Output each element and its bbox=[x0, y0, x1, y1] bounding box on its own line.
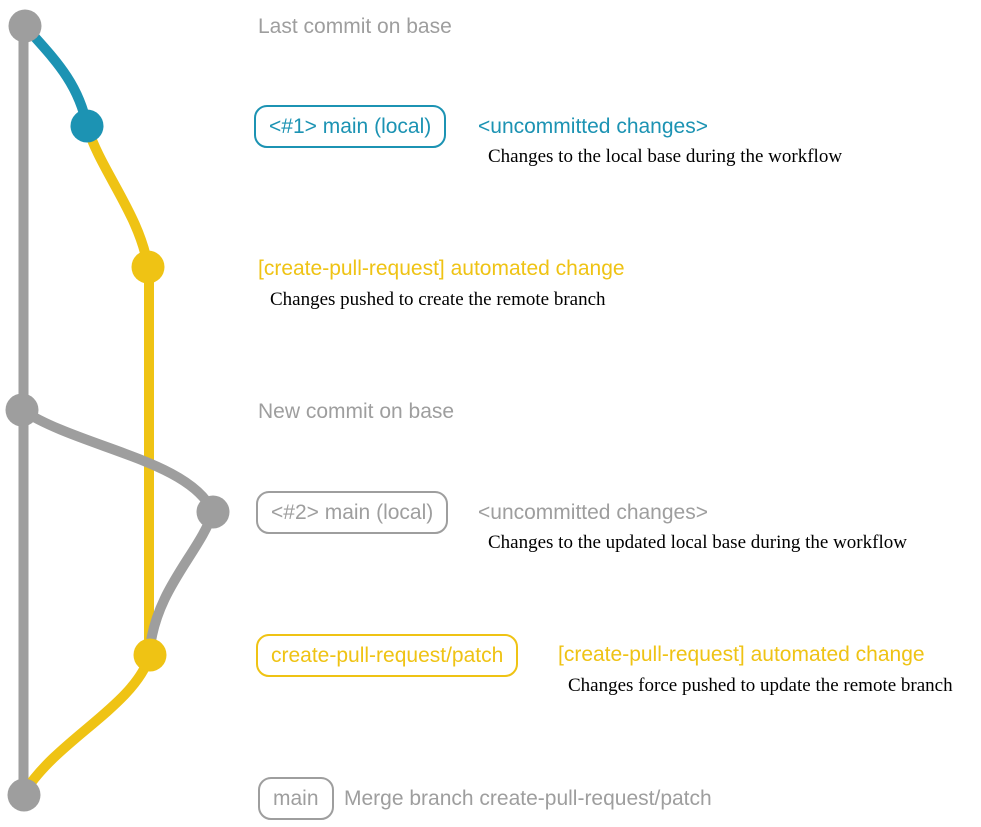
commit-dot-merge bbox=[7, 778, 41, 812]
branch-badge-main: main bbox=[258, 777, 334, 820]
local-branch-curve-1 bbox=[20, 21, 92, 131]
commit-dot-last-base bbox=[8, 9, 42, 43]
git-graph bbox=[5, 9, 230, 812]
label-new-commit-on-base: New commit on base bbox=[258, 400, 455, 423]
commit-dot-local-1 bbox=[70, 109, 104, 143]
commit-dot-remote-2 bbox=[133, 638, 167, 672]
commit-note-automated-2: Changes force pushed to update the remot… bbox=[568, 675, 953, 696]
branch-badge-create-pull-request-patch: create-pull-request/patch bbox=[256, 634, 519, 677]
commit-dot-remote-1 bbox=[131, 250, 165, 284]
commit-title-merge: Merge branch create-pull-request/patch bbox=[344, 787, 712, 810]
commit-note-automated-1: Changes pushed to create the remote bran… bbox=[270, 289, 606, 310]
commit-dot-new-base bbox=[5, 393, 39, 427]
commit-note-uncommitted-2: Changes to the updated local base during… bbox=[488, 532, 907, 553]
commit-title-automated-1: [create-pull-request] automated change bbox=[258, 257, 625, 280]
commit-title-uncommitted-1: <uncommitted changes> bbox=[478, 115, 708, 138]
commit-title-automated-2: [create-pull-request] automated change bbox=[558, 643, 925, 666]
branch-badge-main-local-1: <#1> main (local) bbox=[254, 105, 447, 148]
merge-curve bbox=[21, 650, 155, 795]
branch-badge-main-local-2: <#2> main (local) bbox=[256, 491, 449, 534]
commit-note-uncommitted-1: Changes to the local base during the wor… bbox=[488, 146, 843, 167]
commit-title-uncommitted-2: <uncommitted changes> bbox=[478, 501, 708, 524]
commit-dot-local-2 bbox=[196, 495, 230, 529]
local-branch-curve-2-out bbox=[17, 405, 218, 517]
label-last-commit-on-base: Last commit on base bbox=[258, 15, 452, 38]
remote-branch-curve-1 bbox=[82, 121, 153, 272]
local-branch-curve-2-in bbox=[145, 507, 218, 653]
